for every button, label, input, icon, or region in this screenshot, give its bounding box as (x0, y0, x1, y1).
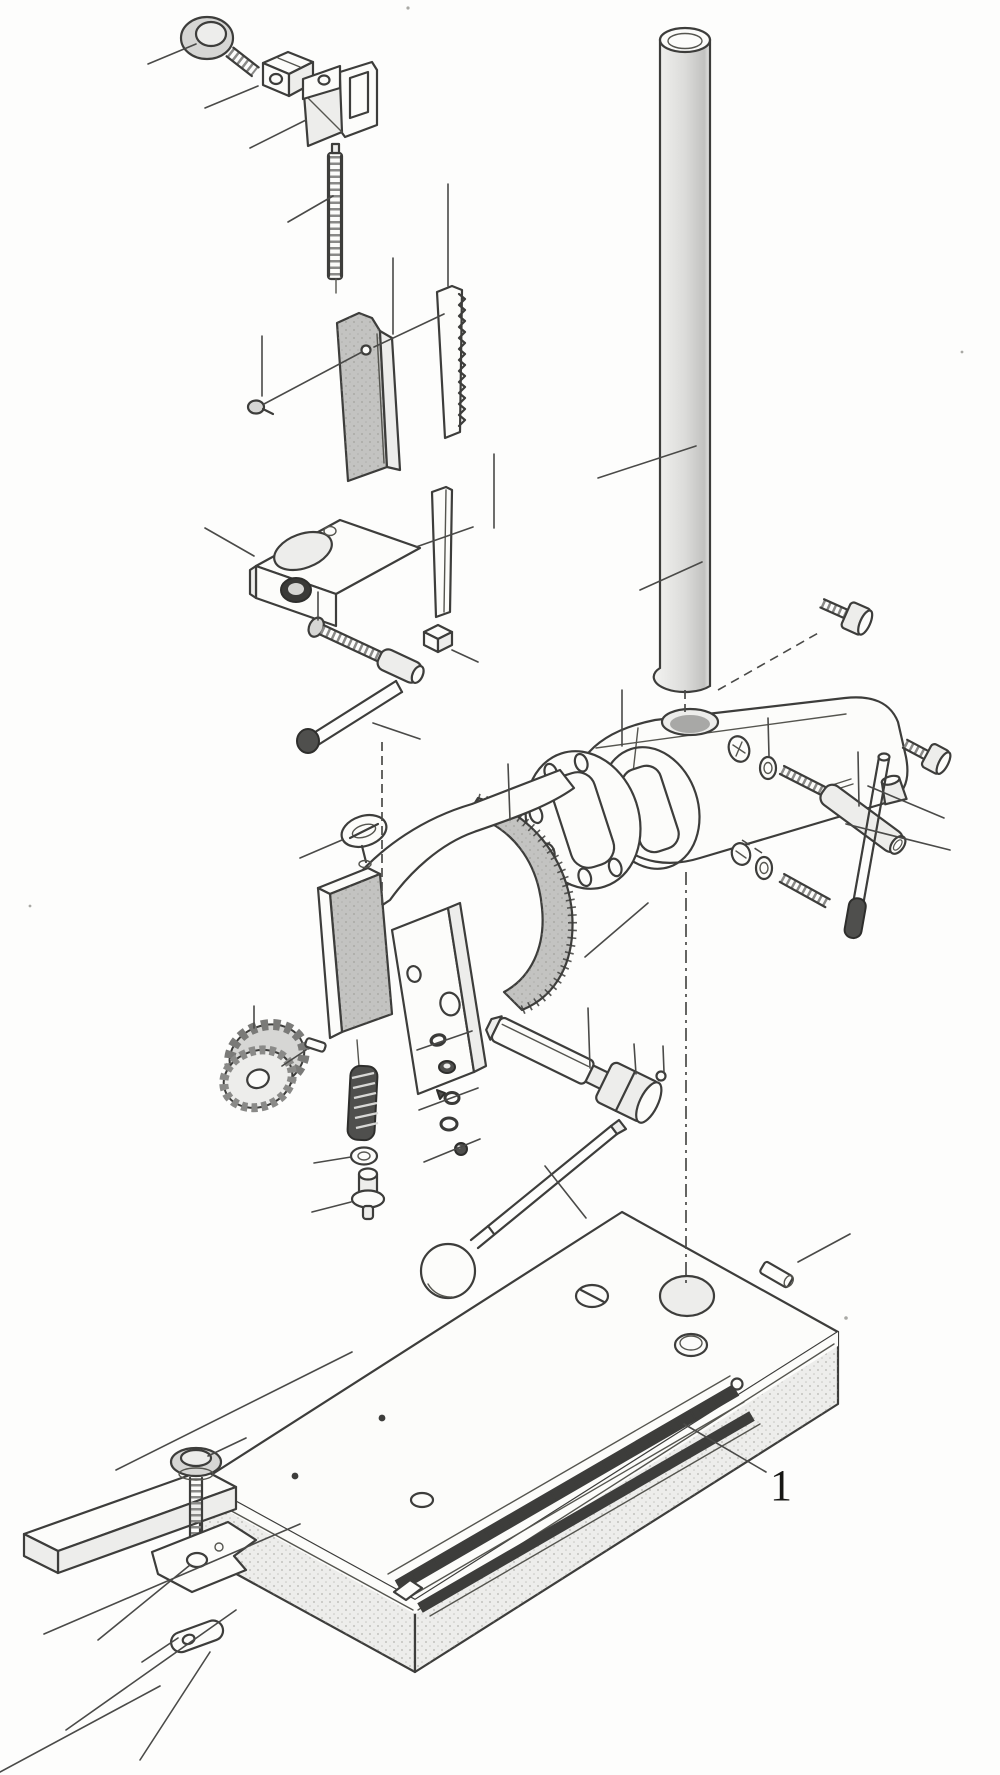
threaded-rod (326, 142, 344, 294)
leader-line (683, 1423, 767, 1473)
strip-end-screw (730, 1377, 744, 1391)
bracket-clamp-hole (280, 577, 312, 603)
cone-nut (880, 774, 908, 806)
clamp-thumbscrew (307, 616, 425, 685)
jaw-front-edge (446, 901, 488, 1074)
paper-speckles (28, 6, 964, 1320)
rod-grip (843, 897, 867, 940)
column (652, 26, 712, 694)
scale-strip (387, 1375, 761, 1617)
spring-plug (350, 1167, 386, 1221)
tab-washer (436, 1089, 461, 1105)
cam-lever (340, 813, 388, 869)
square-nut (422, 623, 454, 654)
base-column-hole (658, 1274, 716, 1318)
depth-stop-assembly (22, 1446, 258, 1654)
stop-knob-screw (169, 1446, 223, 1538)
hex-nut (438, 1060, 456, 1074)
spring-washer (349, 1146, 379, 1166)
gear-pin (304, 1037, 327, 1053)
socket-head-screw-lower (901, 738, 952, 776)
part-number-label: 1 (770, 1461, 792, 1510)
leader-lines-dashed (717, 631, 821, 854)
fastener-set (429, 1033, 468, 1156)
depth-stop-bar-end (22, 1532, 60, 1575)
part-callout-1: 1 (683, 1423, 792, 1510)
feed-carriage (316, 742, 578, 1096)
strip-slider (392, 1578, 424, 1602)
rod-tip (609, 1118, 628, 1136)
bracket-hole (317, 74, 331, 86)
jaw-plates (316, 866, 488, 1096)
jaw-hole (406, 964, 422, 984)
socket-head-screw-upper (819, 598, 874, 636)
support-plate (335, 311, 402, 483)
handle-rod (843, 752, 891, 940)
locating-pin (759, 1260, 795, 1289)
washer (439, 1116, 459, 1132)
retaining-ring (429, 1033, 447, 1047)
texture (200, 1482, 415, 1672)
bracket-boss (273, 525, 337, 572)
ball-handle (419, 1118, 628, 1300)
gear-rack (435, 284, 467, 440)
collar-screw-boss (727, 735, 751, 763)
detent-ball (655, 1070, 667, 1082)
leader-lines (0, 43, 951, 1773)
base-small-hole (673, 1332, 709, 1358)
gib-strip (430, 485, 454, 619)
base-pin-hole (291, 1472, 299, 1480)
carriage-neck (350, 768, 576, 918)
pivot-pin (296, 679, 404, 754)
base-front-hole (409, 1491, 435, 1509)
set-screw (246, 399, 275, 416)
jaw-back-edge (316, 886, 344, 1040)
base-pin-hole (378, 1414, 386, 1422)
pin-cap (296, 728, 320, 754)
base-plate: 1 (198, 872, 840, 1674)
jaw-hole (439, 991, 461, 1017)
block-hole (268, 72, 284, 86)
pinion-gear (219, 1019, 310, 1113)
plate-hole (360, 344, 372, 356)
column-clamp-bracket (248, 518, 422, 628)
return-spring (346, 1039, 379, 1142)
clamp-collar-housing (583, 690, 909, 870)
slotted-screw-head (574, 1283, 610, 1309)
ball-knob (419, 1242, 477, 1300)
collar-screw-boss (730, 842, 752, 866)
angle-bracket (301, 60, 379, 148)
stud-with-sleeve (758, 755, 907, 855)
clamp-knob-screw (179, 15, 260, 78)
hub-front-face (635, 1081, 663, 1124)
angle-scale-dial (466, 793, 578, 1015)
pinion-shaft (485, 1015, 663, 1124)
stud-with-washer (754, 855, 831, 909)
collar-top-opening (660, 707, 720, 737)
